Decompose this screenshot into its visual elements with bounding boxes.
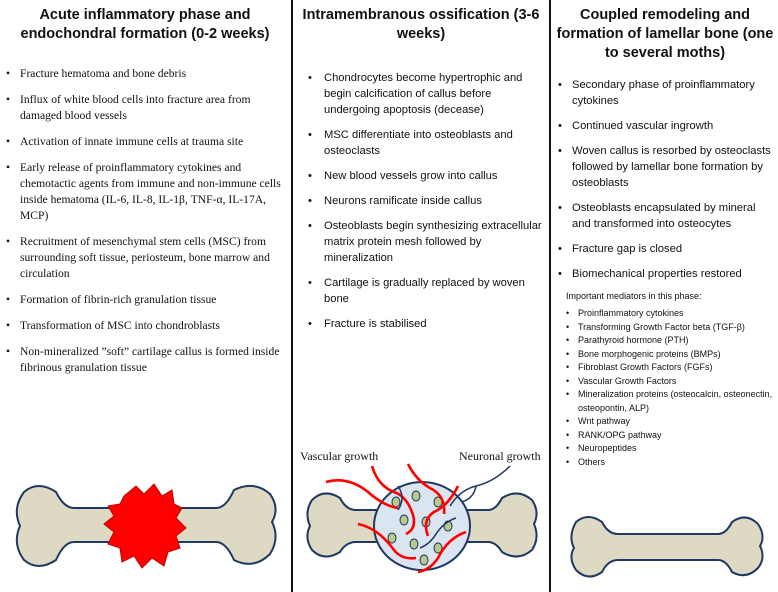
- list-item: Non-mineralized ”soft” cartilage callus …: [0, 344, 290, 376]
- list-item: Biomechanical properties restored: [552, 266, 778, 282]
- list-item: Osteoblasts begin synthesizing extracell…: [294, 218, 548, 266]
- column-title-inflammatory: Acute inflammatory phase and endochondra…: [20, 7, 270, 42]
- list-item: Neurons ramificate inside callus: [294, 193, 548, 209]
- remodeling-list: Secondary phase of proinflammatory cytok…: [552, 77, 778, 282]
- list-item: Others: [552, 456, 778, 470]
- list-item: Osteoblasts encapsulated by mineral and …: [552, 200, 778, 232]
- neurons: [397, 465, 511, 549]
- callus-bone-illustration: [306, 463, 538, 574]
- list-item: Fibroblast Growth Factors (FGFs): [552, 361, 778, 375]
- list-item: Mineralization proteins (osteocalcin, os…: [552, 388, 778, 415]
- healed-bone-illustration: [570, 516, 764, 578]
- list-item: Early release of proinflammatory cytokin…: [0, 160, 290, 224]
- list-item: Transformation of MSC into chondroblasts: [0, 318, 290, 334]
- column-title-ossification: Intramembranous ossification (3-6 weeks): [302, 7, 540, 42]
- list-item: Influx of white blood cells into fractur…: [0, 92, 290, 124]
- column-title-remodeling: Coupled remodeling and formation of lame…: [556, 7, 774, 61]
- column-divider: [291, 0, 293, 592]
- fractured-bone-hematoma-illustration: [15, 483, 277, 569]
- list-item: MSC differentiate into osteoblasts and o…: [294, 127, 548, 159]
- list-item: Neuropeptides: [552, 442, 778, 456]
- list-item: RANK/OPG pathway: [552, 429, 778, 443]
- list-item: Recruitment of mesenchymal stem cells (M…: [0, 234, 290, 282]
- list-item: Wnt pathway: [552, 415, 778, 429]
- list-item: Cartilage is gradually replaced by woven…: [294, 275, 548, 307]
- list-item: Chondrocytes become hypertrophic and beg…: [294, 70, 548, 118]
- list-item: New blood vessels grow into callus: [294, 168, 548, 184]
- vascular-growth-label: Vascular growth: [300, 449, 379, 463]
- neuronal-growth-label: Neuronal growth: [459, 449, 541, 463]
- blood-vessels: [325, 463, 467, 574]
- list-item: Activation of innate immune cells at tra…: [0, 134, 290, 150]
- bone-shaft: [570, 516, 764, 578]
- column-remodeling-phase: Coupled remodeling and formation of lame…: [552, 0, 778, 592]
- mediators-list: Proinflammatory cytokines Transforming G…: [552, 307, 778, 469]
- list-item: Fracture hematoma and bone debris: [0, 66, 290, 82]
- column-divider: [549, 0, 551, 592]
- list-item: Fracture gap is closed: [552, 241, 778, 257]
- list-item: Transforming Growth Factor beta (TGF-β): [552, 321, 778, 335]
- column-inflammatory-phase: Acute inflammatory phase and endochondra…: [0, 0, 290, 592]
- inflammatory-list: Fracture hematoma and bone debris Influx…: [0, 66, 290, 376]
- list-item: Woven callus is resorbed by osteoclasts …: [552, 143, 778, 191]
- mediators-title: Important mediators in this phase:: [566, 291, 702, 301]
- list-item: Parathyroid hormone (PTH): [552, 334, 778, 348]
- list-item: Bone morphogenic proteins (BMPs): [552, 348, 778, 362]
- list-item: Proinflammatory cytokines: [552, 307, 778, 321]
- list-item: Vascular Growth Factors: [552, 375, 778, 389]
- list-item: Fracture is stabilised: [294, 316, 548, 332]
- list-item: Continued vascular ingrowth: [552, 118, 778, 134]
- list-item: Formation of fibrin-rich granulation tis…: [0, 292, 290, 308]
- column-ossification-phase: Intramembranous ossification (3-6 weeks)…: [294, 0, 548, 592]
- hematoma: [103, 483, 187, 569]
- ossification-list: Chondrocytes become hypertrophic and beg…: [294, 70, 548, 332]
- list-item: Secondary phase of proinflammatory cytok…: [552, 77, 778, 109]
